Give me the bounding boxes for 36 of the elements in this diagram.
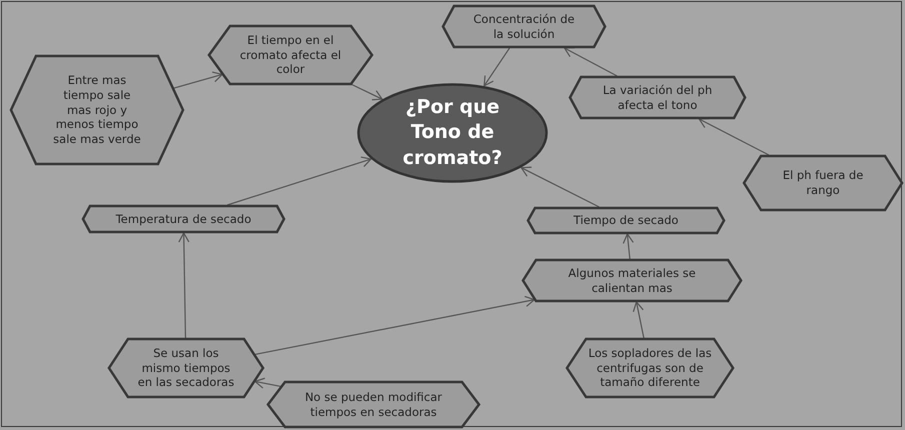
- arrow: [484, 48, 510, 86]
- node-text: El ph fuera de rango: [782, 168, 864, 198]
- node-text: La variación del ph afecta el tono: [602, 82, 714, 112]
- node-text: Los sopladores de las centrifugas son de tamaño diferente: [587, 346, 713, 390]
- arrow: [227, 156, 372, 206]
- arrow: [564, 47, 618, 77]
- hexagon-node: [208, 25, 373, 85]
- arrow: [254, 378, 281, 389]
- hexagon-node: [522, 259, 742, 302]
- node-text: Entre mas tiempo sale mas rojo y menos tiempo sale mas verde: [52, 72, 142, 148]
- node-text: Tiempo de secado: [574, 213, 678, 228]
- arrow: [174, 71, 223, 89]
- hexagon-node: [569, 76, 746, 119]
- node-text: Algunos materiales se calientan mas: [567, 266, 697, 296]
- node-text: No se pueden modificar tiempos en secadoras: [304, 390, 444, 420]
- hexagon-node: [82, 205, 285, 233]
- arrow: [178, 232, 190, 338]
- hexagon-node: [10, 55, 184, 165]
- node-text: Concentración de la solución: [472, 12, 576, 42]
- node-text: Se usan los mismo tiempos en las secadoras: [136, 346, 236, 390]
- node-text: ¿Por que Tono de cromato?: [402, 94, 504, 171]
- question-ellipse: [357, 83, 548, 183]
- node-text: El tiempo en el cromato afecta el color: [238, 32, 342, 78]
- hexagon-node: [108, 338, 264, 398]
- arrow: [254, 296, 536, 356]
- hexagon-node: [267, 381, 480, 428]
- hexagon-node: [566, 338, 734, 398]
- arrow: [520, 166, 600, 208]
- hexagon-node: [527, 207, 725, 234]
- arrow: [351, 84, 383, 100]
- node-text: Temperatura de secado: [116, 212, 252, 226]
- arrow: [698, 118, 770, 156]
- arrow: [622, 233, 634, 260]
- hexagon-node: [743, 155, 903, 211]
- hexagon-node: [442, 5, 606, 48]
- arrow: [632, 301, 644, 338]
